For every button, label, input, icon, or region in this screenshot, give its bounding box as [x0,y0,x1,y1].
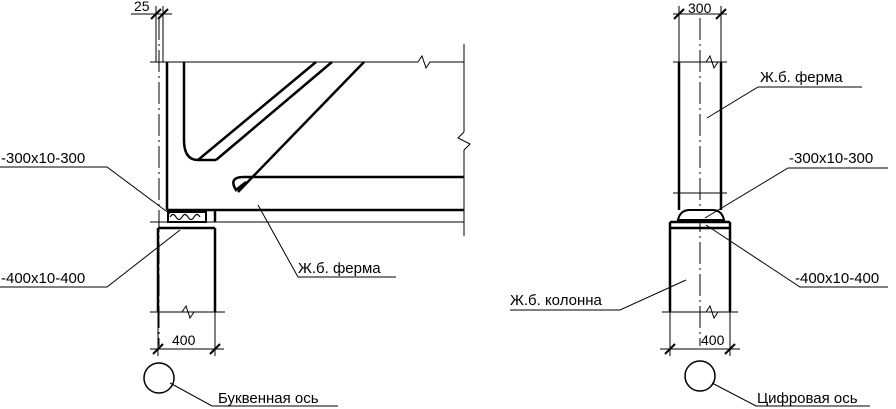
left-dim-bottom: 400 [172,332,196,348]
right-column-label: Ж.б. колонна [510,292,603,309]
left-top-dimension [131,6,172,62]
right-top-dimension [673,6,727,62]
right-truss-label: Ж.б. ферма [760,69,843,86]
right-view [510,6,888,407]
left-leaders [0,166,396,407]
left-axis-label: Буквенная ось [218,390,319,407]
left-truss [165,62,464,222]
left-plate-lower-label: -400х10-400 [1,270,85,287]
left-plate-upper-label: -300х10-300 [1,150,85,167]
right-dim-bottom: 400 [701,332,725,348]
right-column [662,222,738,320]
right-axis-label: Цифровая ось [757,390,858,407]
left-column [150,228,225,320]
left-truss-thin-lines [150,44,471,236]
right-leaders [510,86,888,407]
right-axis-bubble [684,360,716,392]
right-truss [673,54,727,210]
right-dim-top: 300 [688,0,712,16]
right-plate-lower-label: -400х10-400 [795,270,879,287]
left-plates [158,211,215,230]
left-axis-bubble [143,362,175,394]
left-view [0,6,471,407]
left-dim-top: 25 [134,0,150,14]
right-plates [670,209,730,230]
left-truss-label: Ж.б. ферма [298,260,381,277]
left-truss-diagonals [182,61,365,193]
right-bottom-dimension [660,312,740,356]
left-bottom-dimension [150,312,224,356]
right-plate-upper-label: -300х10-300 [789,150,873,167]
